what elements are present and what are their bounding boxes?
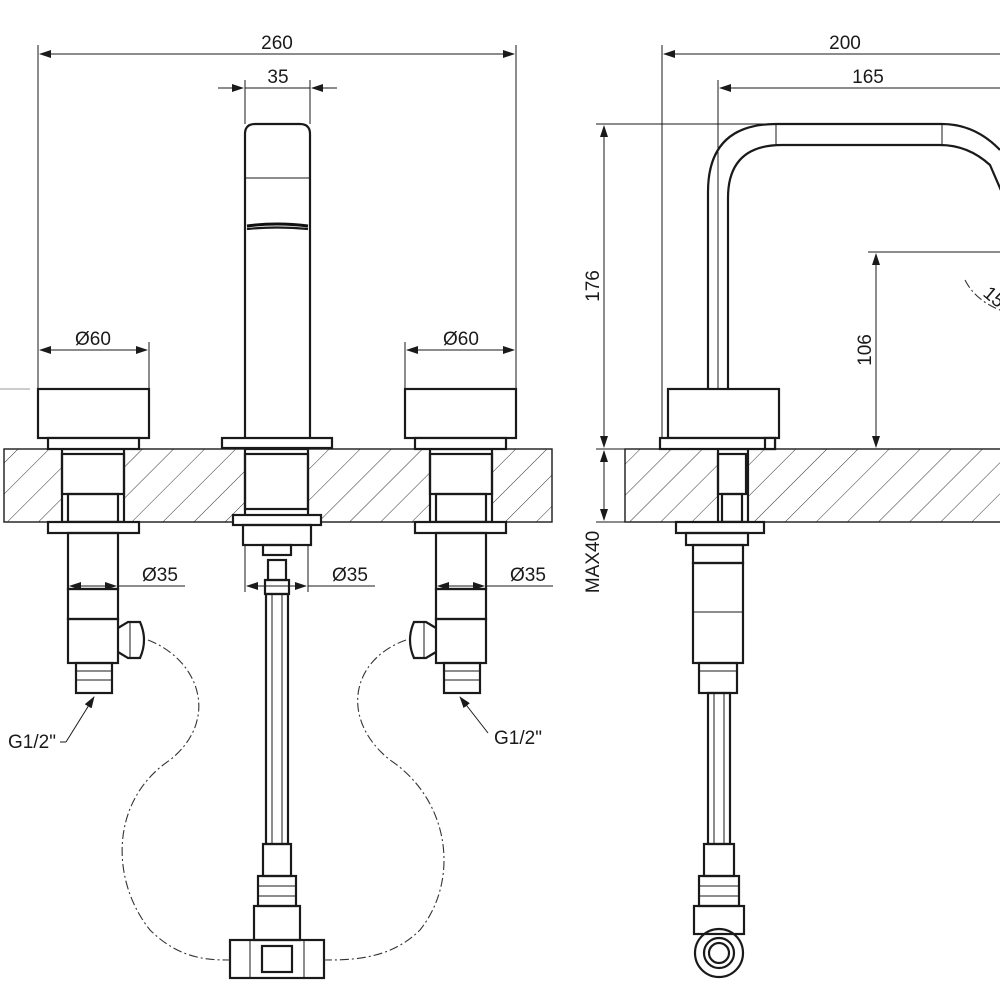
- dim-shank-right: Ø35: [435, 533, 553, 592]
- dim-right-handle: Ø60: [404, 329, 515, 389]
- dim-spout-width: 35: [218, 67, 337, 124]
- dim-reach-overall: 200: [661, 33, 1000, 438]
- dim-shank-right-label: Ø35: [510, 565, 546, 586]
- dim-spout-width-label: 35: [267, 67, 288, 88]
- right-shank-cutout: [428, 447, 494, 524]
- dim-height-overall: 176: [583, 123, 776, 450]
- dim-shank-center: Ø35: [244, 545, 375, 592]
- center-shank-cutout: [243, 447, 310, 524]
- left-shank-cutout: [60, 447, 126, 524]
- dim-height-overall-label: 176: [583, 270, 604, 302]
- dim-deck-thickness: MAX40: [583, 450, 625, 593]
- angle-partial-label: 15: [979, 283, 1000, 313]
- dim-shank-center-label: Ø35: [332, 565, 368, 586]
- angle-arc: [964, 279, 1000, 311]
- dim-deck-thickness-label: MAX40: [583, 531, 604, 593]
- right-flex-hose: [323, 639, 445, 961]
- dim-shank-left: Ø35: [67, 533, 185, 592]
- dim-reach-spout-label: 165: [852, 67, 884, 88]
- dim-left-handle-label: Ø60: [75, 329, 111, 350]
- thread-callout-left: G1/2": [8, 696, 95, 753]
- dim-reach-spout: 165: [717, 67, 1000, 389]
- dim-reach-overall-label: 200: [829, 33, 861, 54]
- side-view: 200 165 176 MAX40 106 15: [583, 33, 1000, 979]
- right-handle: [403, 387, 518, 695]
- thread-callout-right: G1/2": [459, 696, 542, 749]
- dim-shank-left-label: Ø35: [142, 565, 178, 586]
- center-spout: [220, 122, 334, 980]
- thread-right-label: G1/2": [494, 728, 542, 749]
- front-view: 260 35 Ø60 Ø60 Ø35: [0, 33, 553, 980]
- side-spout: [706, 122, 1000, 389]
- left-handle: [0, 387, 151, 695]
- left-flex-hose: [121, 639, 231, 961]
- dim-spout-clearance-label: 106: [855, 334, 876, 366]
- dim-spout-clearance: 106: [855, 251, 1000, 448]
- dim-width-overall-label: 260: [261, 33, 293, 54]
- dim-right-handle-label: Ø60: [443, 329, 479, 350]
- side-body: [666, 387, 781, 440]
- dim-left-handle: Ø60: [39, 329, 150, 389]
- countertop-side: [624, 448, 1000, 523]
- side-connector: [693, 927, 745, 979]
- dim-width-overall: 260: [37, 33, 517, 389]
- thread-left-label: G1/2": [8, 732, 56, 753]
